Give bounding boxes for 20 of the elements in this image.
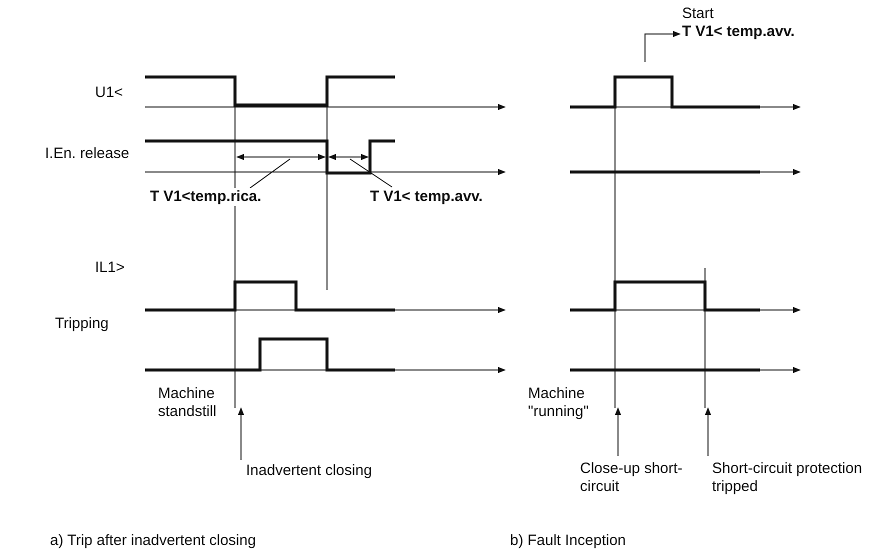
caption: b) Fault Inception bbox=[510, 532, 626, 550]
annotation-text: Machine "running" bbox=[528, 385, 590, 421]
arrow bbox=[644, 30, 681, 62]
signal-name: U1< bbox=[95, 84, 123, 102]
timer-label: T V1< temp.avv. bbox=[682, 23, 795, 41]
annotation-text: Short-circuit protection tripped bbox=[712, 460, 864, 496]
signal-name: Tripping bbox=[55, 315, 109, 333]
timer-label: T V1<temp.rica. bbox=[150, 188, 262, 206]
arrow bbox=[614, 407, 622, 456]
annotation-text: Inadvertent closing bbox=[246, 462, 372, 480]
signal-name: IL1> bbox=[95, 259, 125, 277]
timer-label: T V1< temp.avv. bbox=[370, 188, 483, 206]
arrow bbox=[704, 407, 712, 456]
caption: a) Trip after inadvertent closing bbox=[50, 532, 256, 550]
annotation-text: Machine standstill bbox=[158, 385, 218, 421]
arrow bbox=[238, 407, 244, 460]
leader-line bbox=[350, 158, 392, 188]
leader-line bbox=[250, 158, 290, 188]
annotation-text: Close-up short-circuit bbox=[580, 460, 684, 496]
signal-name: I.En. release bbox=[45, 145, 130, 163]
